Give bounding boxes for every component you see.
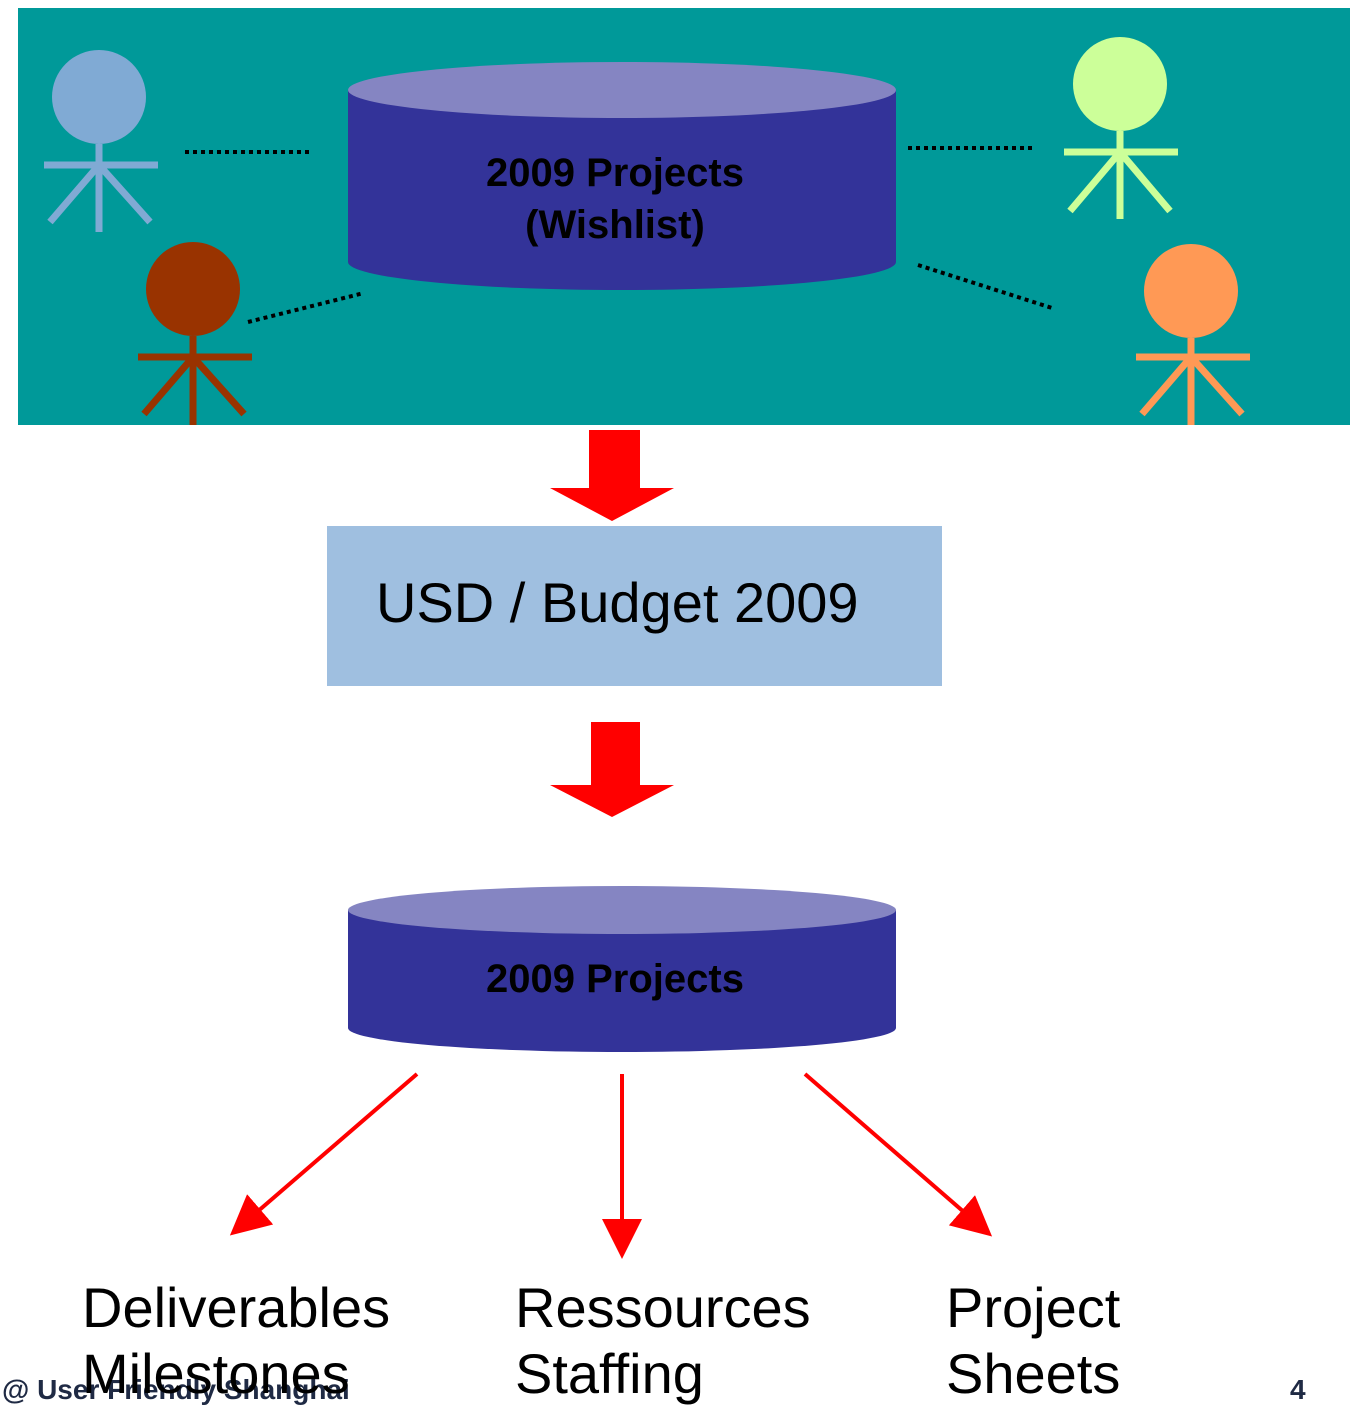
output-deliverables-line1: Deliverables xyxy=(82,1276,391,1339)
budget-label: USD / Budget 2009 xyxy=(376,571,859,634)
output-project-sheets-line2: Sheets xyxy=(946,1342,1121,1405)
person-orange-icon xyxy=(1136,244,1250,425)
arrow-down-icon xyxy=(550,722,674,817)
output-ressources-line2: Staffing xyxy=(515,1342,704,1405)
projects-db-title: 2009 Projects xyxy=(486,957,744,1001)
arrow-to-project-sheets xyxy=(803,1072,993,1237)
projects-database xyxy=(348,886,896,1052)
person-blue-icon xyxy=(44,50,158,232)
budget-box xyxy=(327,526,942,686)
wishlist-db-line2: (Wishlist) xyxy=(525,203,705,247)
page-number: 4 xyxy=(1290,1374,1306,1405)
person-brown-icon xyxy=(138,242,252,425)
person-lightgreen-icon xyxy=(1064,37,1178,219)
output-deliverables-line2: Milestones xyxy=(82,1342,350,1405)
arrow-to-deliverables xyxy=(229,1072,419,1236)
output-deliverables: Deliverables Milestones xyxy=(82,1275,390,1407)
wishlist-database xyxy=(348,62,896,290)
wishlist-db-title: 2009 Projects (Wishlist) xyxy=(400,147,830,251)
connector-brown xyxy=(247,291,365,324)
wishlist-db-line1: 2009 Projects xyxy=(486,151,744,195)
output-project-sheets: Project Sheets xyxy=(946,1275,1120,1407)
connector-lines xyxy=(185,146,1053,324)
output-project-sheets-line1: Project xyxy=(946,1276,1121,1339)
output-ressources-line1: Ressources xyxy=(515,1276,811,1339)
footer-credit: @ User Friendly Shanghai xyxy=(2,1374,350,1405)
output-ressources: Ressources Staffing xyxy=(515,1275,811,1407)
arrow-down-icon xyxy=(550,430,674,521)
